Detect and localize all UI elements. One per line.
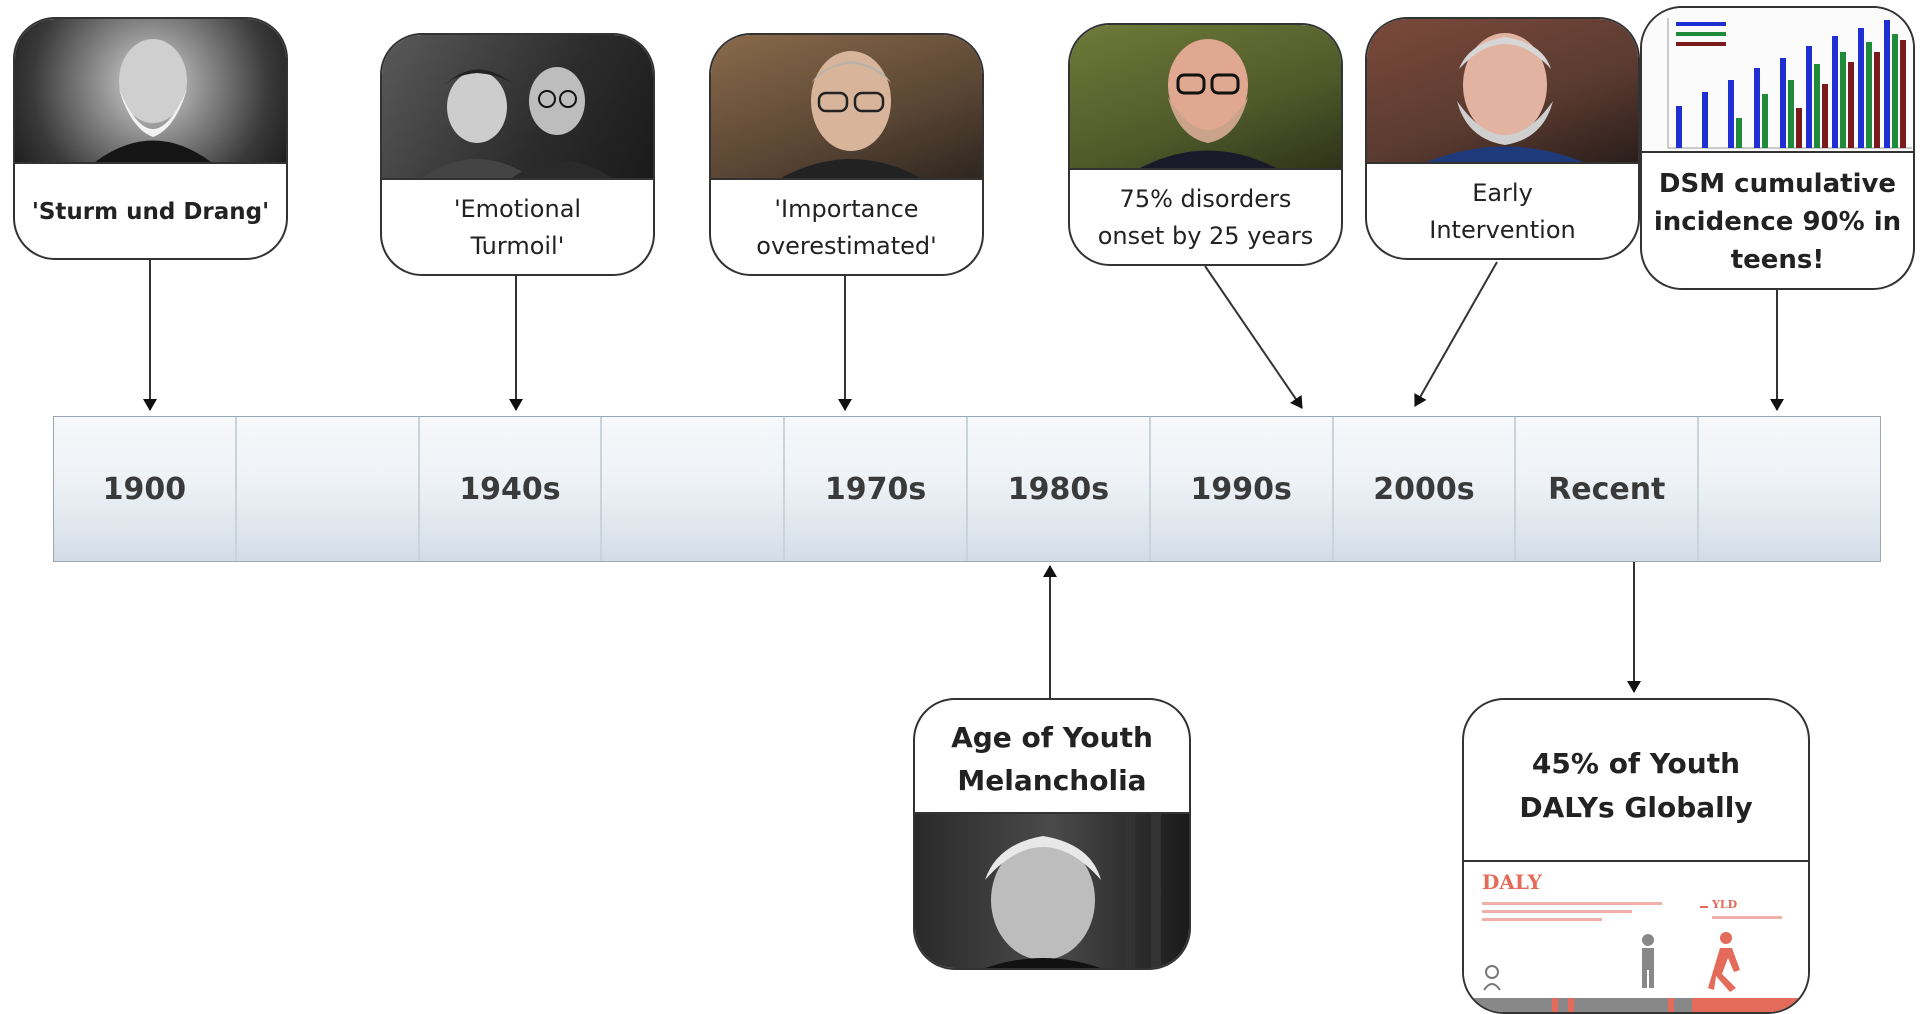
timeline-segment-1940s: 1940s: [419, 417, 603, 561]
timeline-segment-2000s: 2000s: [1333, 417, 1517, 561]
daly-infographic-icon: [1464, 902, 1808, 1012]
portrait-photo: [15, 19, 286, 162]
card-75-percent-disorders: 75% disorders onset by 25 years: [1068, 23, 1343, 266]
card-caption: DSM cumulative incidence 90% in teens!: [1653, 168, 1902, 275]
timeline-segment-1970s: 1970s: [785, 417, 968, 561]
bar-chart-thumbnail-icon: [1667, 18, 1912, 149]
card-importance-overestimated: 'Importance overestimated': [709, 33, 984, 276]
timeline-bar: 1900 1940s 1970s 1980s 1990s 2000s Recen…: [53, 416, 1881, 562]
card-dsm-cumulative-incidence: DSM cumulative incidence 90% in teens!: [1640, 6, 1915, 290]
arrow-disorders: [1204, 265, 1303, 409]
portrait-photo: [711, 35, 982, 178]
timeline-segment-1900: 1900: [54, 417, 237, 561]
card-caption: 'Importance overestimated': [756, 195, 937, 260]
timeline-segment-empty: [236, 417, 420, 561]
card-caption: 75% disorders onset by 25 years: [1097, 185, 1314, 250]
card-early-intervention: Early Intervention: [1365, 17, 1640, 260]
bar-chart-thumbnail: [1642, 8, 1913, 151]
card-caption: 'Sturm und Drang': [31, 198, 270, 225]
card-caption: 'Emotional Turmoil': [453, 195, 582, 260]
card-caption: Age of Youth Melancholia: [951, 721, 1153, 797]
man-with-glasses-portrait-icon: [781, 51, 921, 178]
card-caption: 45% of Youth DALYs Globally: [1519, 747, 1753, 824]
two-people-portrait-icon: [422, 67, 612, 178]
portrait-photo: [1070, 25, 1341, 168]
daly-title: DALY: [1482, 870, 1542, 894]
card-sturm-und-drang: 'Sturm und Drang': [13, 17, 288, 260]
arrow-early: [1414, 261, 1498, 407]
card-age-of-youth-melancholia: Age of Youth Melancholia: [913, 698, 1191, 970]
timeline-segment-1990s: 1990s: [1150, 417, 1334, 561]
timeline-segment-empty: [1699, 417, 1880, 561]
portrait-photo: [1367, 19, 1638, 162]
daly-infographic: DALY YLD: [1464, 862, 1808, 1012]
portrait-photo: [382, 35, 653, 178]
timeline-segment-recent: Recent: [1516, 417, 1700, 561]
timeline-segment-empty: [602, 417, 786, 561]
smiling-man-portrait-icon: [1140, 39, 1276, 168]
timeline-segment-1980s: 1980s: [967, 417, 1151, 561]
elderly-woman-portrait-icon: [985, 814, 1161, 968]
grey-haired-man-portrait-icon: [1427, 33, 1583, 162]
bearded-man-portrait-icon: [95, 39, 211, 162]
yld-label: YLD: [1712, 898, 1738, 911]
portrait-photo: [915, 814, 1189, 968]
card-45-percent-youth-dalys: 45% of Youth DALYs Globally DALY YLD: [1462, 698, 1810, 1014]
card-emotional-turmoil: 'Emotional Turmoil': [380, 33, 655, 276]
card-caption: Early Intervention: [1429, 179, 1576, 244]
